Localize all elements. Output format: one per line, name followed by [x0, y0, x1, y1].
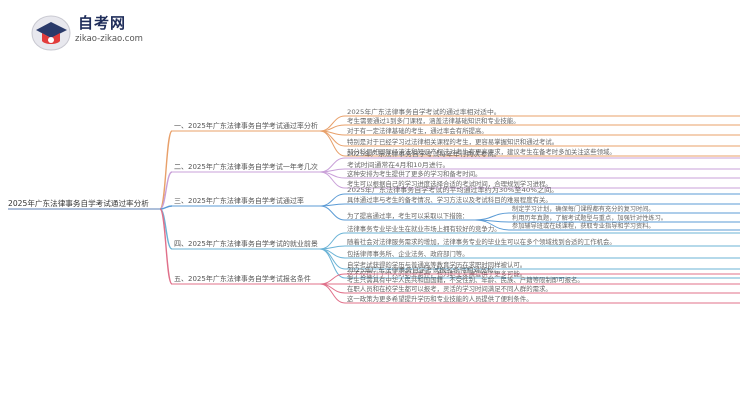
connector-line: [319, 115, 346, 132]
leaf-text: 考生需要通过1到多门课程，涵盖法律基础知识和专业技能。: [347, 116, 520, 125]
leaf-text: 在职人员和在校学生都可以报考，灵活的学习时间满足不同人群的需求。: [347, 284, 552, 293]
connector-line: [319, 273, 346, 285]
sub-item-text: 参加辅导班或在线课程，获取专业指导和学习资料。: [512, 222, 655, 230]
connector-line: [474, 212, 511, 221]
leaf-text: 特别是对于已经学习过法律相关课程的考生，更容易掌握知识和通过考试。: [347, 137, 558, 146]
leaf-text: 考生只需具有中华人民共和国国籍，不受性别、年龄、民族、户籍等限制即可报名。: [347, 275, 584, 284]
branch-label: 三、2025年广东法律事务自学考试通过率: [174, 196, 304, 205]
leaf-text: 2025年广东法律事务自学考试的通过率相对适中。: [347, 107, 501, 116]
connector-line: [319, 203, 346, 207]
leaf-text: 2025年广东法律事务自学考试报名条件相对宽松。: [347, 265, 501, 274]
connector-line: [319, 248, 346, 279]
leaf-text: 考试时间通常在4月和10月进行。: [347, 160, 449, 169]
connector-line: [319, 168, 346, 173]
sub-item-text: 制定学习计划，确保每门课程都有充分的复习时间。: [512, 205, 655, 213]
connector-line: [319, 283, 346, 294]
leaf-text: 这种安排为考生提供了更多的学习和备考时间。: [347, 169, 481, 178]
connector-line: [159, 130, 173, 210]
leaf-text: 这一政策为更多希望提升学历和专业技能的人员提供了便利条件。: [347, 294, 533, 303]
connector-line: [319, 130, 346, 157]
connector-line: [474, 219, 511, 231]
leaf-text: 部分科目如国际经济法和知识产权法对考生有更高要求，建议考生在备考时多加关注这些领…: [347, 147, 616, 156]
leaf-text: 包括律师事务所、企业法务、政府部门等。: [347, 249, 469, 258]
brand-url: zikao-zikao.com: [75, 34, 143, 44]
branch-label: 一、2025年广东法律事务自学考试通过率分析: [174, 121, 318, 130]
branch-label: 五、2025年广东法律事务自学考试报名条件: [174, 274, 311, 283]
sub-item-text: 利用历年真题，了解考试题型与重点，加强针对性练习。: [512, 214, 667, 222]
connector-line: [319, 205, 346, 221]
leaf-text: 考生可以根据自己的学习进度选择合适的考试时间，合理规划学习进程。: [347, 179, 552, 188]
root-topic: 2025年广东法律事务自学考试通过率分析: [8, 198, 149, 208]
connector-line: [319, 245, 346, 250]
brand-name: 自考网: [78, 14, 127, 32]
leaf-text: 随着社会对法律服务需求的增加，法律事务专业的毕业生可以在多个领域找到合适的工作机…: [347, 237, 616, 246]
leaf-text: 2025年广东法律事务自学考试的平均通过率约为30%至40%之间。: [347, 185, 558, 194]
connector-line: [159, 208, 173, 285]
leaf-text: 法律事务专业毕业生在就业市场上拥有较好的竞争力。: [347, 224, 501, 233]
leaf-text: 具体通过率与考生的备考情况、学习方法以及考试科目的难易程度有关。: [347, 195, 552, 204]
leaf-text: 2025年广东法律事务自学考试每年举行两次考试。: [347, 149, 501, 158]
connector-line: [159, 171, 173, 210]
connector-line: [319, 157, 346, 173]
branch-label: 四、2025年广东法律事务自学考试的就业前景: [174, 239, 318, 248]
connector-line: [319, 171, 346, 189]
connector-line: [319, 248, 346, 270]
sub-topic-label: 为了提高通过率，考生可以采取以下措施：: [347, 211, 468, 220]
connector-line: [319, 283, 346, 304]
leaf-text: 对于有一定法律基础的考生，通过率会有所提高。: [347, 126, 488, 135]
leaf-text: 自学考试获得的学历与普通高等教育学历在求职时同样被认可。: [347, 260, 526, 269]
graduation-cap-icon: [31, 15, 71, 51]
site-logo[interactable]: 自考网 zikao-zikao.com: [30, 10, 190, 54]
branch-label: 二、2025年广东法律事务自学考试一年考几次: [174, 162, 318, 171]
